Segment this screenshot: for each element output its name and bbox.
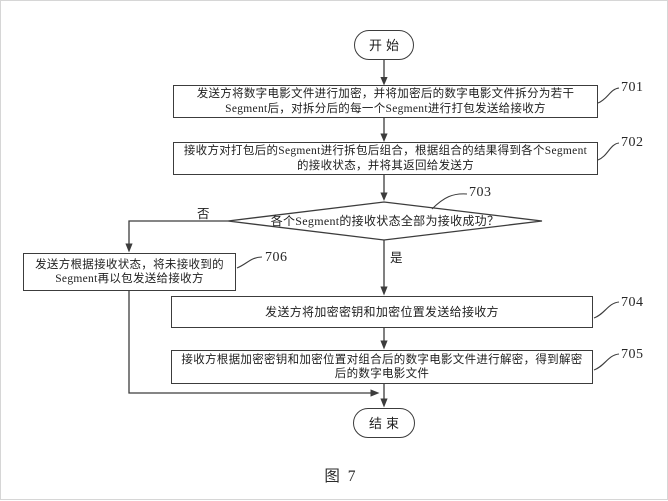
- process-705-text: 接收方根据加密密钥和加密位置对组合后的数字电影文件进行解密，得到解密后的数字电影…: [181, 353, 583, 381]
- connector-start-to-701: [380, 60, 388, 86]
- leader-703: [431, 193, 468, 210]
- start-terminal: 开始: [354, 30, 414, 60]
- connector-704-to-705: [380, 328, 388, 350]
- process-box-705: 接收方根据加密密钥和加密位置对组合后的数字电影文件进行解密，得到解密后的数字电影…: [171, 350, 593, 384]
- leader-706: [236, 256, 263, 269]
- process-box-702: 接收方对打包后的Segment进行拆包后组合，根据组合的结果得到各个Segmen…: [173, 142, 598, 175]
- decision-diamond-703: [227, 201, 543, 241]
- leader-705: [593, 353, 620, 371]
- leader-702: [597, 142, 620, 161]
- ref-number-701: 701: [621, 80, 644, 95]
- connector-705-to-end: [380, 384, 388, 408]
- ref-number-702: 702: [621, 135, 644, 150]
- branch-label-no: 否: [197, 207, 210, 221]
- ref-number-705: 705: [621, 347, 644, 362]
- end-terminal: 结束: [353, 408, 415, 438]
- process-box-701: 发送方将数字电影文件进行加密，并将加密后的数字电影文件拆分为若干Segment后…: [173, 85, 598, 118]
- end-label: 结束: [368, 415, 403, 431]
- start-label: 开始: [368, 37, 403, 53]
- ref-number-704: 704: [621, 295, 644, 310]
- process-box-706: 发送方根据接收状态，将未接收到的Segment再以包发送给接收方: [23, 253, 236, 291]
- connector-702-to-703: [380, 175, 388, 201]
- process-701-text: 发送方将数字电影文件进行加密，并将加密后的数字电影文件拆分为若干Segment后…: [196, 88, 575, 115]
- leader-701: [597, 87, 620, 104]
- process-706-text: 发送方根据接收状态，将未接收到的Segment再以包发送给接收方: [35, 258, 224, 286]
- process-702-text: 接收方对打包后的Segment进行拆包后组合，根据组合的结果得到各个Segmen…: [183, 145, 588, 172]
- connector-no-branch: [125, 220, 228, 253]
- process-704-text: 发送方将加密密钥和加密位置发送给接收方: [265, 304, 499, 319]
- connector-701-to-702: [380, 118, 388, 142]
- decision-703-text: 各个Segment的接收状态全部为接收成功？: [270, 214, 500, 228]
- process-box-704: 发送方将加密密钥和加密位置发送给接收方: [171, 296, 593, 328]
- ref-number-706: 706: [265, 250, 288, 265]
- ref-number-703: 703: [469, 185, 492, 200]
- connector-yes-branch: [380, 240, 388, 296]
- branch-label-yes: 是: [390, 251, 403, 265]
- leader-704: [593, 301, 620, 319]
- connector-706-feedback: [128, 291, 380, 397]
- figure-caption: 图 7: [324, 468, 358, 485]
